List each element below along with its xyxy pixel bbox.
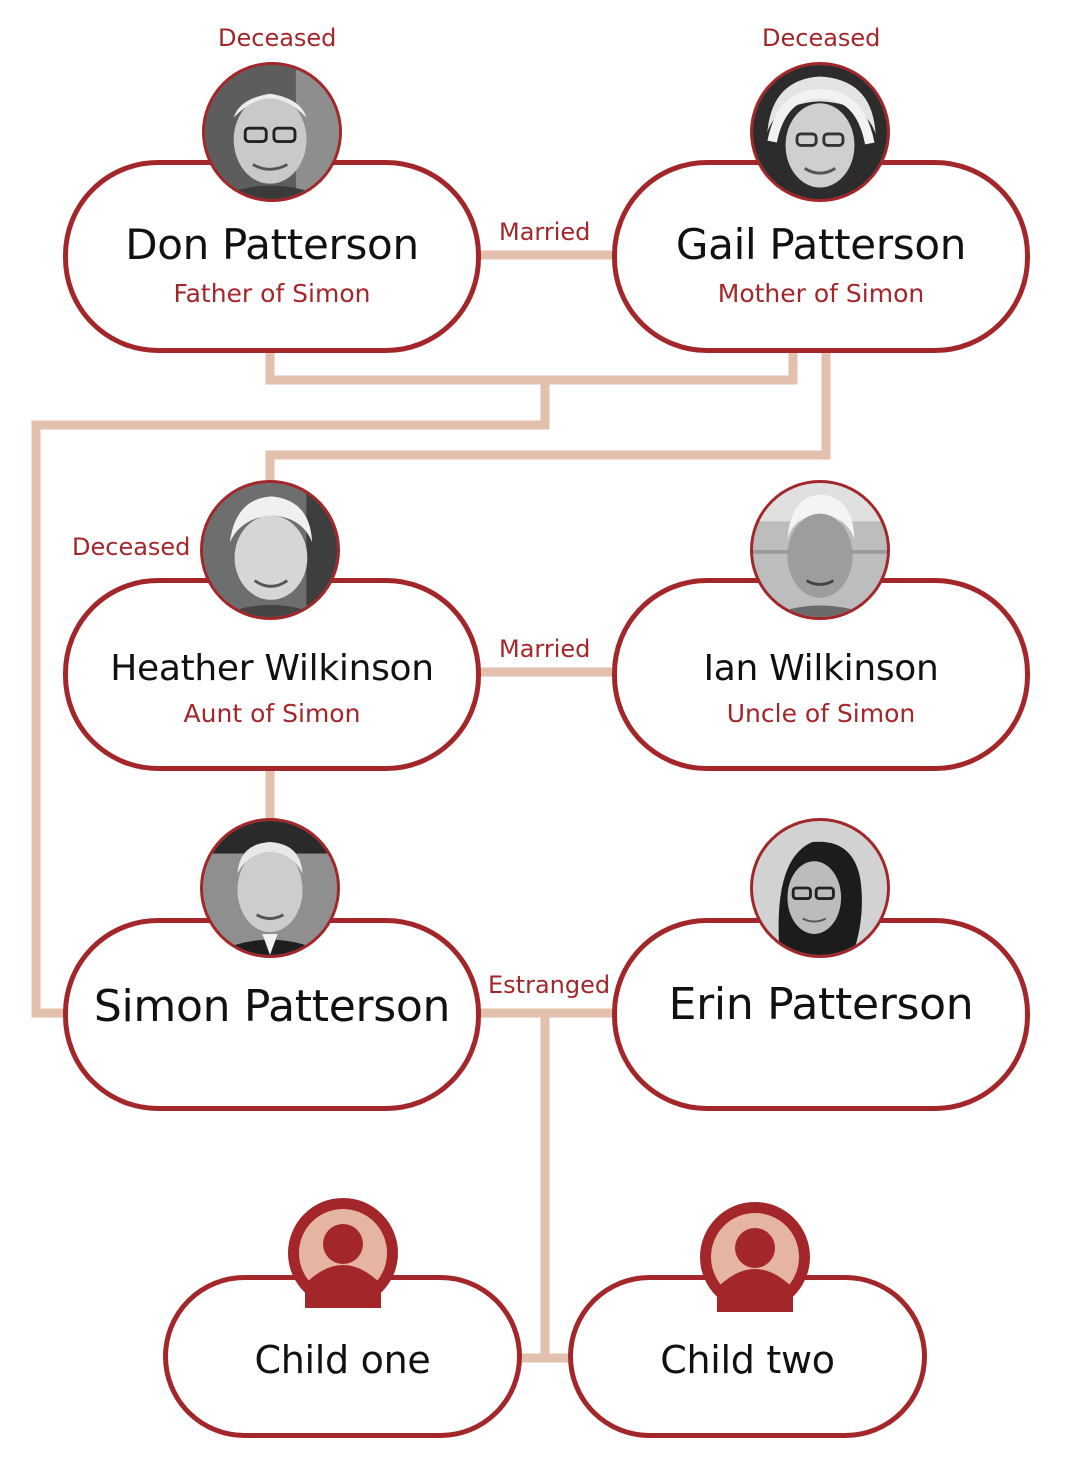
person-name: Heather Wilkinson xyxy=(110,648,434,689)
elderly-woman-photo xyxy=(750,62,890,202)
status-label-heather: Deceased xyxy=(72,533,191,561)
person-relation: Father of Simon xyxy=(173,279,371,308)
status-label-gail: Deceased xyxy=(762,24,881,52)
person-name: Erin Patterson xyxy=(668,979,974,1030)
person-name: Child two xyxy=(660,1338,835,1382)
person-name: Simon Patterson xyxy=(93,981,451,1032)
relationship-label-estranged: Estranged xyxy=(486,971,613,999)
relationship-label-married: Married xyxy=(497,218,593,246)
elderly-woman-photo xyxy=(200,480,340,620)
elderly-man-photo xyxy=(202,62,342,202)
person-name: Gail Patterson xyxy=(675,220,967,269)
status-label-don: Deceased xyxy=(218,24,337,52)
person-relation: Aunt of Simon xyxy=(183,699,361,728)
person-silhouette-icon xyxy=(288,1198,398,1308)
person-name: Ian Wilkinson xyxy=(703,648,939,689)
person-relation: Uncle of Simon xyxy=(726,699,916,728)
children-connector xyxy=(522,1013,568,1363)
elderly-man-photo xyxy=(750,480,890,620)
woman-photo xyxy=(750,818,890,958)
gail-to-heather-connector xyxy=(265,350,831,485)
parents-to-simon-connector xyxy=(31,380,550,1018)
person-relation: Mother of Simon xyxy=(717,279,925,308)
person-name: Child one xyxy=(254,1338,431,1382)
man-photo xyxy=(200,818,340,958)
parents-connector xyxy=(265,350,798,385)
person-silhouette-icon xyxy=(700,1202,810,1312)
person-name: Don Patterson xyxy=(125,220,419,269)
relationship-label-married: Married xyxy=(497,635,593,663)
